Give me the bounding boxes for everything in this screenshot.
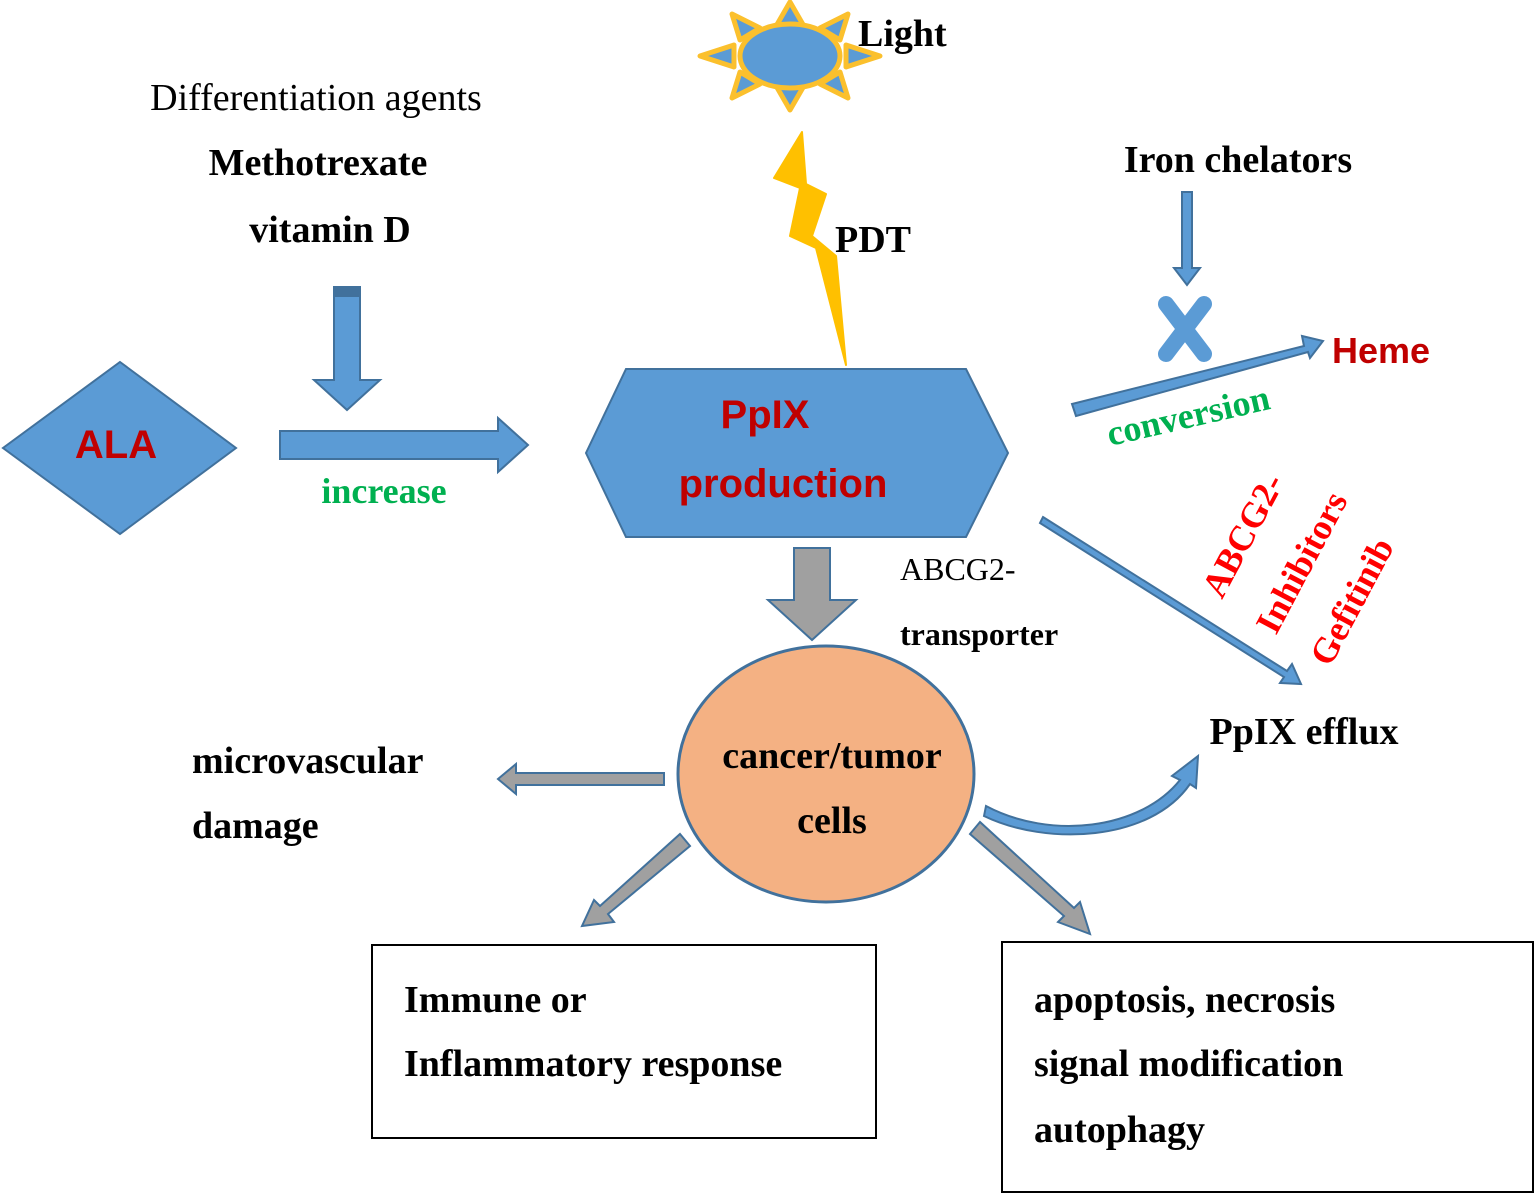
microvascular-arrow (496, 761, 665, 797)
ala-label: ALA (75, 423, 157, 467)
cell-label-line1: cancer/tumor (722, 735, 942, 777)
sun-icon (697, 0, 883, 113)
increase-label: increase (321, 471, 446, 511)
cell-to-apoptosis-arrow (968, 820, 1092, 936)
immune-label-line2: Inflammatory response (404, 1043, 782, 1085)
ala-diamond (1, 360, 238, 536)
ppix-production-hexagon (584, 368, 1010, 538)
abcg2-transporter-label: ABCG2- (900, 551, 1016, 587)
cell-label-line2: cells (797, 800, 867, 842)
lightning-bolt-icon (773, 131, 847, 366)
transporter-label: transporter (900, 616, 1058, 652)
agents-arrow-cap (334, 287, 360, 297)
microvascular-label: microvascular (192, 740, 424, 782)
differentiation-agents-label: Differentiation agents (150, 77, 482, 119)
apoptosis-label-line2: signal modification (1034, 1043, 1343, 1085)
production-label: production (679, 462, 888, 506)
agents-down-arrow (311, 286, 383, 412)
conversion-arrow (1070, 334, 1325, 418)
block-x-icon (1158, 296, 1212, 362)
ppix-to-cell-arrow (765, 547, 859, 642)
ppix-label: PpIX (721, 393, 810, 437)
efflux-arrow (1038, 515, 1303, 686)
cell-death-box (1001, 941, 1534, 1193)
ppix-efflux-label: PpIX efflux (1210, 711, 1399, 753)
cancer-tumor-cell (676, 644, 976, 904)
heme-label: Heme (1332, 330, 1430, 371)
immune-response-box (371, 944, 877, 1139)
pdt-label: PDT (835, 219, 911, 261)
increase-arrow (279, 415, 530, 475)
apoptosis-label-line3: autophagy (1034, 1109, 1205, 1151)
vitamin-d-label: vitamin D (249, 209, 411, 251)
iron-chelators-label: Iron chelators (1124, 139, 1352, 181)
cell-to-efflux-curved-arrow (982, 753, 1200, 836)
iron-chelators-arrow (1171, 191, 1203, 287)
immune-label-line1: Immune or (404, 979, 587, 1021)
apoptosis-label-line1: apoptosis, necrosis (1034, 979, 1335, 1021)
methotrexate-label: Methotrexate (209, 142, 428, 184)
cell-to-immune-arrow (580, 832, 692, 928)
light-label: Light (858, 13, 947, 55)
damage-label: damage (192, 805, 319, 847)
